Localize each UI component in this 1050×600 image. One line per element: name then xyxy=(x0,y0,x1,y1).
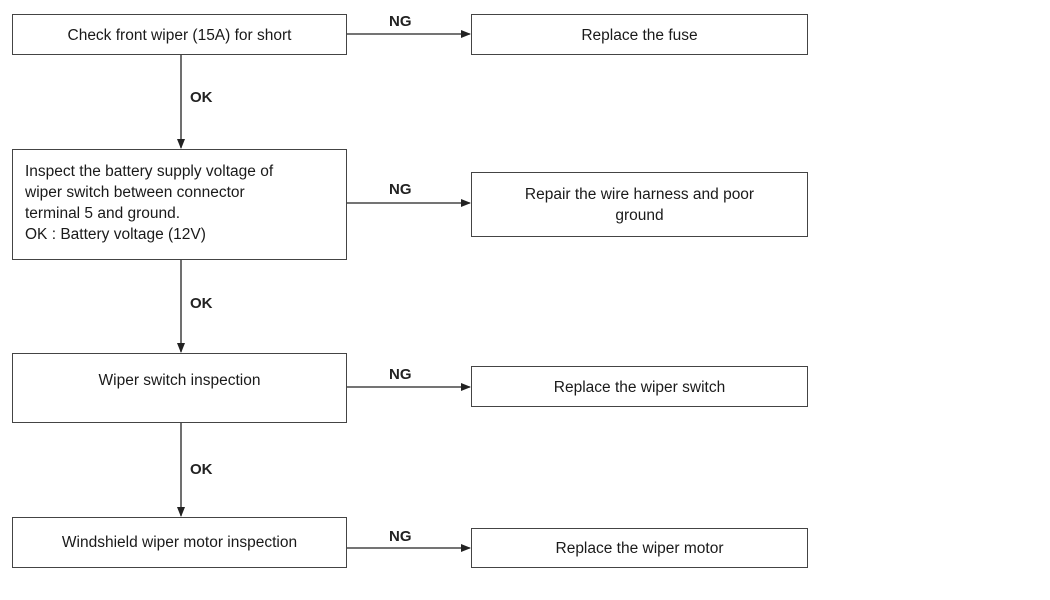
ng-label: NG xyxy=(389,13,412,30)
action-text: Repair the wire harness and poor ground xyxy=(524,186,755,224)
check-box-wiper-motor: Windshield wiper motor inspection xyxy=(12,517,347,568)
action-text: Replace the wiper switch xyxy=(553,379,726,396)
ng-label: NG xyxy=(389,181,412,198)
action-text: Replace the fuse xyxy=(581,27,698,44)
action-text: Replace the wiper motor xyxy=(555,540,724,557)
check-box-battery-voltage: Inspect the battery supply voltage of wi… xyxy=(12,149,347,260)
action-box-repair-harness: Repair the wire harness and poor ground xyxy=(471,172,808,237)
action-box-replace-switch: Replace the wiper switch xyxy=(471,366,808,407)
check-text: Inspect the battery supply voltage of wi… xyxy=(25,163,274,243)
check-box-front-wiper-fuse: Check front wiper (15A) for short xyxy=(12,14,347,55)
check-text: Check front wiper (15A) for short xyxy=(67,27,292,44)
ok-label: OK xyxy=(190,295,213,312)
check-text: Windshield wiper motor inspection xyxy=(61,534,298,551)
ng-label: NG xyxy=(389,366,412,383)
ok-label: OK xyxy=(190,89,213,106)
action-box-replace-motor: Replace the wiper motor xyxy=(471,528,808,568)
ng-label: NG xyxy=(389,528,412,545)
ok-label: OK xyxy=(190,461,213,478)
check-text: Wiper switch inspection xyxy=(98,372,261,389)
action-box-replace-fuse: Replace the fuse xyxy=(471,14,808,55)
check-box-wiper-switch: Wiper switch inspection xyxy=(12,353,347,423)
